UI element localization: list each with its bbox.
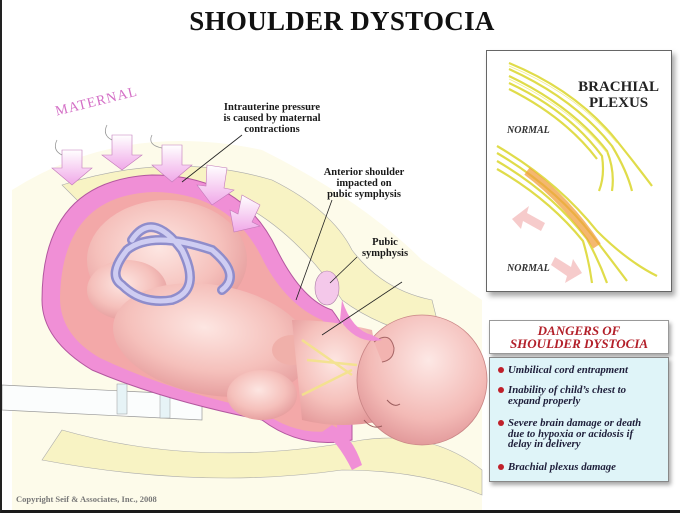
bullet-icon: [498, 420, 504, 426]
label-line: contractions: [244, 124, 300, 135]
title-line: PLEXUS: [588, 95, 649, 111]
normal-label-top: NORMAL: [507, 125, 550, 136]
normal-nerve-highlights: [508, 65, 618, 154]
brachial-plexus-title: BRACHIAL PLEXUS: [578, 79, 659, 111]
list-item: Brachial plexus damage: [498, 462, 664, 473]
list-item: Severe brain damage or death due to hypo…: [498, 418, 664, 450]
stretch-arrows: [512, 206, 582, 283]
bullet-icon: [498, 464, 504, 470]
brachial-nerve-rays: [301, 338, 358, 397]
label-line: Intrauterine pressure: [223, 102, 321, 113]
fetus-head: [356, 314, 488, 446]
pubic-symphysis-label: Pubic symphysis: [360, 237, 410, 259]
heading-line: SHOULDER DYSTOCIA: [509, 336, 649, 351]
cervix-lower: [322, 425, 362, 470]
fetus-ear: [373, 336, 395, 363]
fetus-mouth: [363, 419, 383, 428]
page-title: SHOULDER DYSTOCIA: [189, 6, 495, 36]
cervix-upper: [340, 300, 382, 341]
lower-pelvic-tissue: [41, 429, 483, 496]
bullet-icon: [498, 367, 504, 373]
injured-nerve-region: [524, 167, 601, 249]
item-line: Inability of child’s chest to: [508, 384, 626, 396]
item-line: Umbilical cord entrapment: [508, 364, 628, 376]
dangers-list: Umbilical cord entrapment Inability of c…: [489, 357, 669, 482]
spine-segment: [2, 384, 203, 421]
bullet-icon: [498, 387, 504, 393]
brachial-plexus-panel: BRACHIAL PLEXUS NORMAL NORMAL: [486, 50, 672, 292]
label-line: symphysis: [361, 248, 409, 259]
list-item: Umbilical cord entrapment: [498, 365, 664, 376]
normal-label-bottom: NORMAL: [507, 263, 550, 274]
item-line: Severe brain damage or death: [508, 417, 642, 429]
copyright-notice: Copyright Seif & Associates, Inc., 2008: [16, 494, 157, 504]
item-line: due to hypoxia or acidosis if: [508, 427, 634, 440]
fetus-arm: [227, 370, 297, 420]
item-line: delay in delivery: [508, 438, 581, 450]
dangers-heading: DANGERS OF SHOULDER DYSTOCIA: [489, 320, 669, 354]
item-line: Brachial plexus damage: [508, 461, 616, 473]
label-line: impacted on: [336, 178, 392, 189]
normal-nerve-bundle: [508, 61, 653, 192]
item-line: expand properly: [508, 394, 581, 407]
leader-lines: [181, 134, 403, 336]
label-line: is caused by maternal: [223, 113, 321, 124]
intrauterine-pressure-label: Intrauterine pressure is caused by mater…: [202, 102, 342, 135]
label-line: Anterior shoulder: [323, 167, 405, 178]
heading-line: DANGERS OF: [537, 323, 621, 338]
label-line: Pubic: [372, 237, 398, 248]
pubic-symphysis: [314, 270, 340, 306]
vertebra: [116, 383, 128, 415]
anterior-shoulder-label: Anterior shoulder impacted on pubic symp…: [314, 167, 414, 200]
label-line: pubic symphysis: [327, 189, 401, 200]
umbilical-cord-highlight: [113, 224, 233, 304]
contraction-arrows: [51, 134, 261, 233]
nerve-illustration: [496, 61, 658, 284]
arrow-outlines: [54, 124, 163, 156]
fetus-torso: [113, 283, 311, 397]
title-line: BRACHIAL: [578, 79, 659, 95]
fetus-eye: [386, 399, 401, 406]
list-item: Inability of child’s chest to expand pro…: [498, 385, 664, 406]
